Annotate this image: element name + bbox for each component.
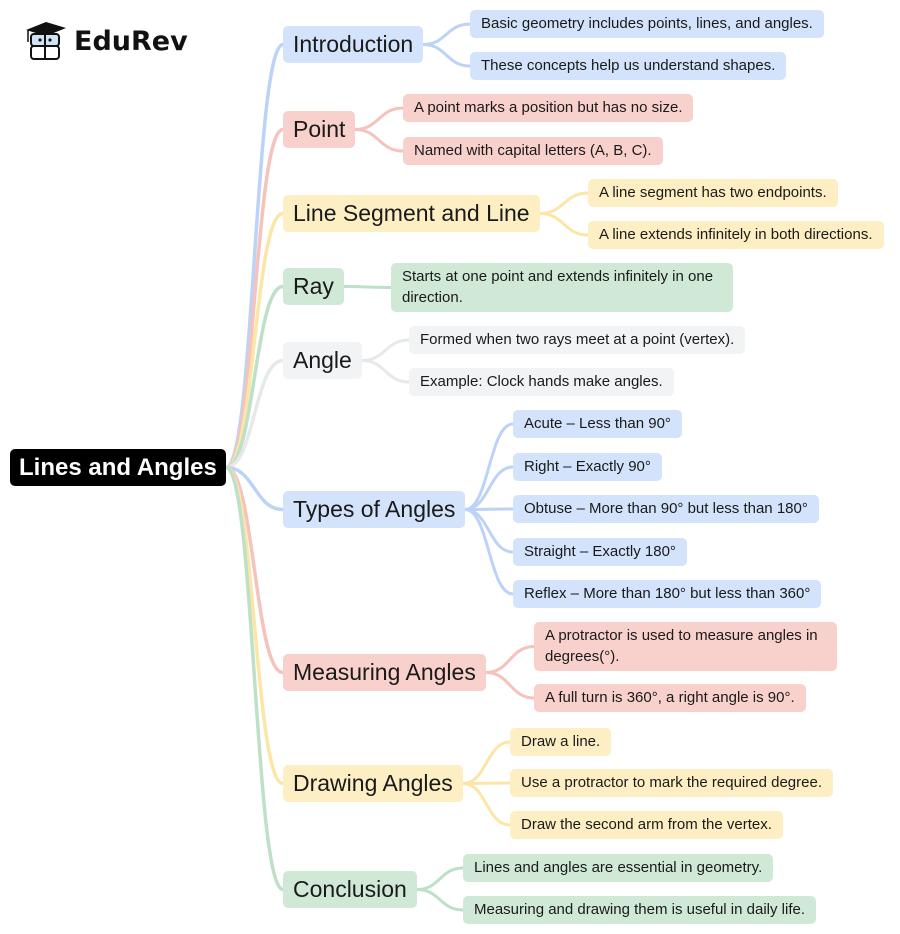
branch-connector	[342, 285, 393, 289]
branch-connector	[353, 128, 405, 153]
leaf-node[interactable]: Draw a line.	[510, 728, 612, 756]
branch-conclusion[interactable]: Conclusion	[283, 871, 417, 908]
branch-connector	[484, 645, 536, 674]
branch-connector	[484, 671, 536, 700]
branch-connector	[463, 465, 515, 511]
branch-connector	[421, 43, 472, 68]
branch-connector	[538, 212, 590, 237]
branch-connector	[360, 338, 411, 362]
branch-types-of-angles[interactable]: Types of Angles	[283, 491, 466, 528]
branch-angle[interactable]: Angle	[283, 342, 362, 379]
branch-connector	[421, 22, 472, 46]
branch-line-segment-and-line[interactable]: Line Segment and Line	[283, 195, 540, 232]
branch-measuring-angles[interactable]: Measuring Angles	[283, 654, 486, 691]
leaf-node[interactable]: A line extends infinitely in both direct…	[588, 221, 884, 249]
edurev-logo: EduRev	[22, 20, 188, 62]
branch-connector	[415, 866, 465, 891]
root-connector	[224, 465, 285, 786]
logo-text: EduRev	[74, 25, 188, 57]
branch-connector	[461, 782, 512, 827]
branch-introduction[interactable]: Introduction	[283, 26, 424, 63]
leaf-node[interactable]: Formed when two rays meet at a point (ve…	[409, 326, 746, 354]
branch-point[interactable]: Point	[283, 111, 356, 148]
root-connector	[224, 42, 285, 470]
leaf-node[interactable]: Measuring and drawing them is useful in …	[463, 896, 817, 924]
leaf-node[interactable]: Obtuse – More than 90° but less than 180…	[513, 495, 819, 523]
branch-connector	[353, 106, 405, 131]
branch-ray[interactable]: Ray	[283, 268, 344, 305]
branch-connector	[538, 191, 590, 215]
leaf-node[interactable]: Starts at one point and extends infinite…	[391, 263, 733, 312]
leaf-node[interactable]: A point marks a position but has no size…	[403, 94, 694, 122]
leaf-node[interactable]: A line segment has two endpoints.	[588, 179, 838, 207]
branch-connector	[415, 888, 465, 912]
leaf-node[interactable]: These concepts help us understand shapes…	[470, 52, 787, 80]
graduation-cap-icon	[26, 22, 66, 60]
leaf-node[interactable]: Named with capital letters (A, B, C).	[403, 137, 663, 165]
leaf-node[interactable]: Acute – Less than 90°	[513, 410, 682, 438]
leaf-node[interactable]: Basic geometry includes points, lines, a…	[470, 10, 824, 38]
root-connector	[224, 284, 285, 470]
branch-connector	[360, 359, 411, 384]
branch-connector	[463, 508, 515, 554]
leaf-node[interactable]: Draw the second arm from the vertex.	[510, 811, 783, 839]
root-connector	[224, 358, 285, 470]
root-connector	[224, 465, 285, 892]
root-connector	[224, 465, 285, 675]
leaf-node[interactable]: A protractor is used to measure angles i…	[534, 622, 837, 671]
leaf-node[interactable]: Right – Exactly 90°	[513, 453, 662, 481]
leaf-node[interactable]: A full turn is 360°, a right angle is 90…	[534, 684, 806, 712]
branch-connector	[463, 508, 515, 596]
branch-drawing-angles[interactable]: Drawing Angles	[283, 765, 463, 802]
leaf-node[interactable]: Use a protractor to mark the required de…	[510, 769, 833, 797]
branch-connector	[461, 740, 512, 785]
leaf-node[interactable]: Lines and angles are essential in geomet…	[463, 854, 774, 882]
branch-connector	[463, 422, 515, 511]
root-connector	[224, 465, 285, 512]
leaf-node[interactable]: Straight – Exactly 180°	[513, 538, 687, 566]
leaf-node[interactable]: Reflex – More than 180° but less than 36…	[513, 580, 822, 608]
root-node[interactable]: Lines and Angles	[10, 449, 226, 486]
leaf-node[interactable]: Example: Clock hands make angles.	[409, 368, 674, 396]
